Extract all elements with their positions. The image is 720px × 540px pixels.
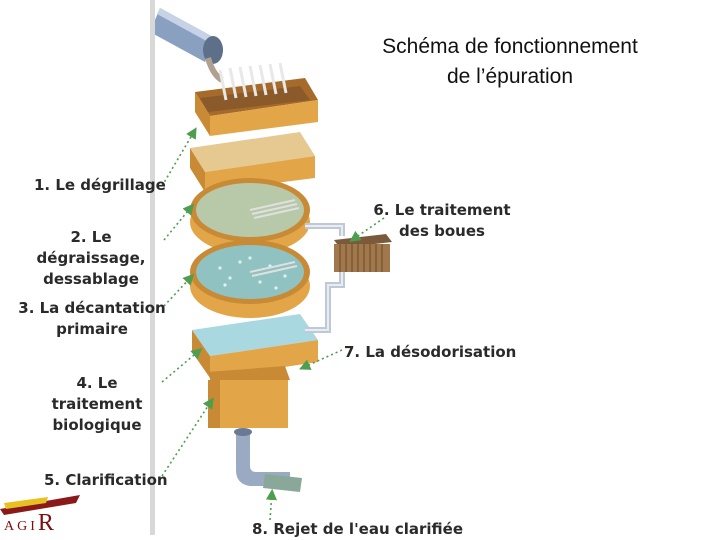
leader-arrows xyxy=(161,127,385,521)
agir-logo xyxy=(0,495,80,515)
label-step-6: 6. Le traitement des boues xyxy=(373,201,511,240)
label-step-2: 2. Le dégraissage, dessablage xyxy=(36,228,146,288)
support-pole xyxy=(150,0,155,535)
inlet-pipe xyxy=(150,8,224,83)
label-step-1: 1. Le dégrillage xyxy=(34,176,166,194)
final-box xyxy=(208,366,290,428)
label-step-7: 7. La désodorisation xyxy=(344,343,517,361)
diagram-title: Schéma de fonctionnement de l’épuration xyxy=(335,32,685,92)
title-line-1: Schéma de fonctionnement xyxy=(382,35,638,58)
label-step-8: 8. Rejet de l'eau clarifiée xyxy=(252,520,464,538)
label-step-4: 4. Le traitement biologique xyxy=(51,374,143,434)
round-tank-1 xyxy=(190,178,310,254)
title-line-2: de l’épuration xyxy=(446,65,574,88)
grill-tray xyxy=(195,62,318,136)
round-tank-2 xyxy=(190,240,310,318)
label-step-3: 3. La décantation primaire xyxy=(18,299,166,338)
label-step-5: 5. Clarification xyxy=(44,471,168,489)
agir-logo-text: AGIR xyxy=(4,510,55,536)
sludge-unit xyxy=(305,223,392,333)
outlet-pipe xyxy=(234,428,302,492)
